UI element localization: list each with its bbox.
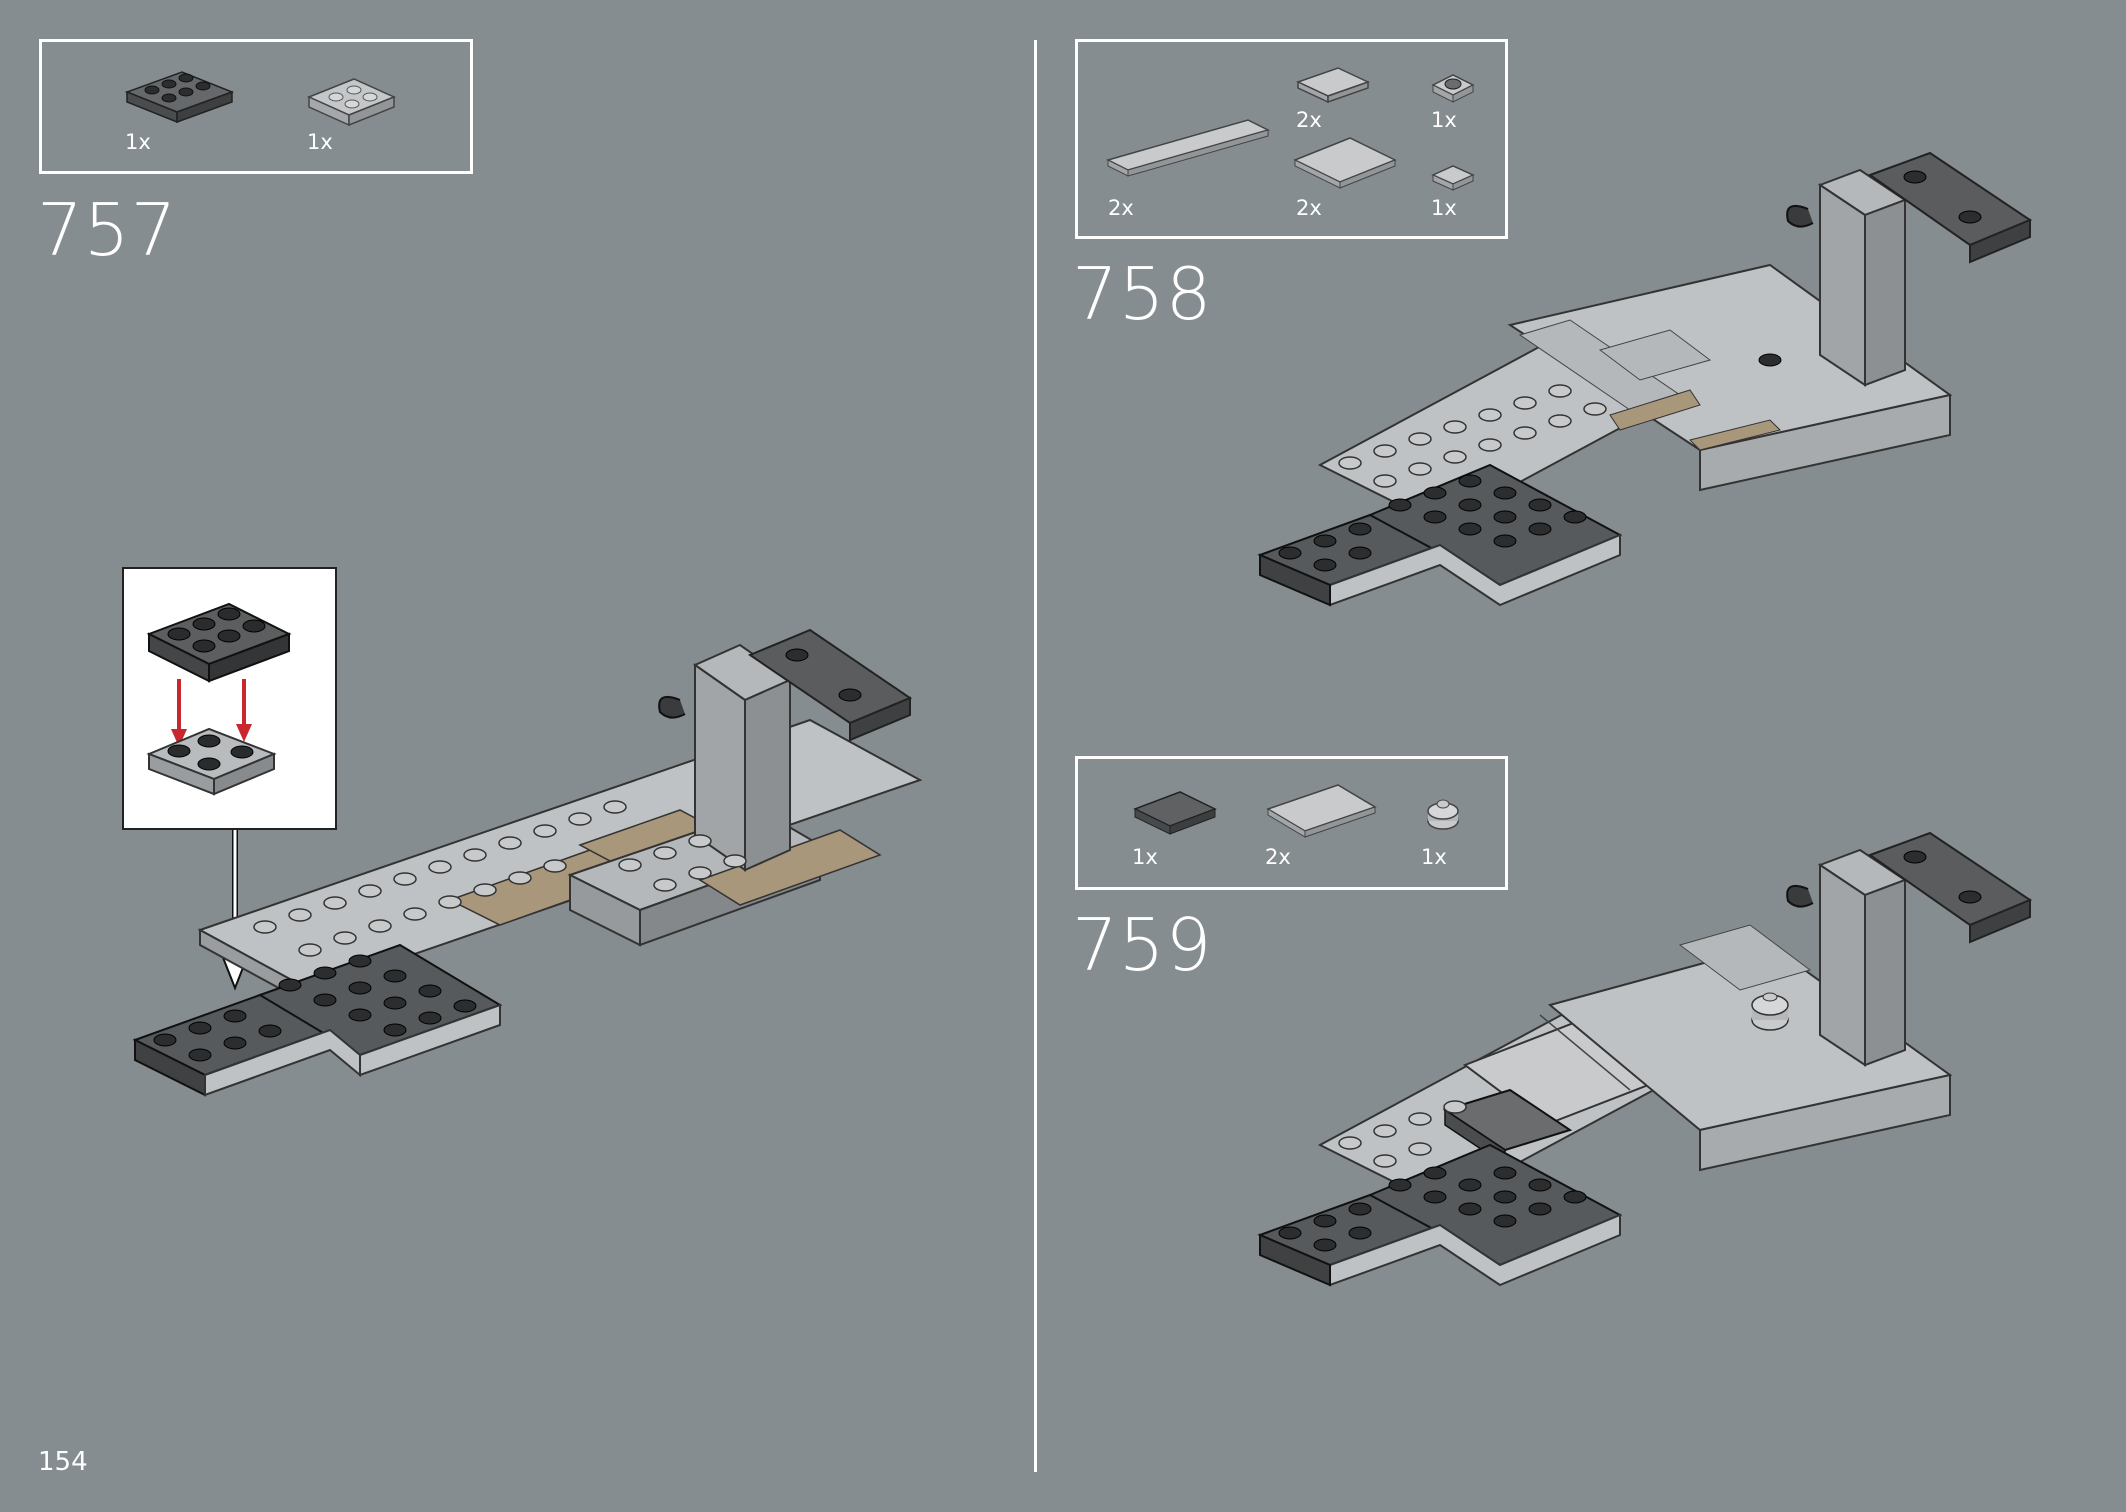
- part-qty: 1x: [1421, 845, 1447, 869]
- part-qty: 2x: [1265, 845, 1291, 869]
- page-number: 154: [38, 1447, 88, 1477]
- step-number-758: 758: [1072, 252, 1213, 336]
- page-divider: [1034, 40, 1037, 1472]
- part-qty: 2x: [1108, 196, 1134, 220]
- sub-assembly-callout: [122, 567, 337, 830]
- round-brick-icon: [1427, 799, 1459, 830]
- part-qty: 1x: [125, 130, 151, 154]
- part-qty: 1x: [1431, 108, 1457, 132]
- model-step-757: [132, 628, 923, 1097]
- light-gray-plate-icon: [307, 78, 396, 127]
- tile-1x8-icon: [1105, 119, 1271, 177]
- callout-plate-drawing: [146, 602, 292, 796]
- model-step-758: [1257, 151, 2033, 607]
- light-gray-tile-icon: [1266, 784, 1377, 838]
- tile-2x4-icon: [1293, 137, 1397, 189]
- tile-1x2-icon: [1296, 67, 1370, 104]
- parts-list-757: 1x 1x: [39, 39, 473, 174]
- model-step-759: [1257, 831, 2033, 1287]
- part-qty: 2x: [1296, 108, 1322, 132]
- tile-1x1-icon: [1431, 165, 1475, 191]
- part-qty: 1x: [1431, 196, 1457, 220]
- round-plate-icon: [1431, 74, 1475, 103]
- step-number-757: 757: [37, 188, 178, 272]
- part-qty: 1x: [307, 130, 333, 154]
- parts-list-758: 2x 1x 2x 2x 1x: [1075, 39, 1508, 239]
- dark-gray-plate-icon: [124, 71, 235, 124]
- dark-gray-tile-icon: [1133, 791, 1217, 835]
- parts-list-759: 1x 2x 1x: [1075, 756, 1508, 890]
- step-number-759: 759: [1072, 903, 1213, 987]
- part-qty: 1x: [1132, 845, 1158, 869]
- part-qty: 2x: [1296, 196, 1322, 220]
